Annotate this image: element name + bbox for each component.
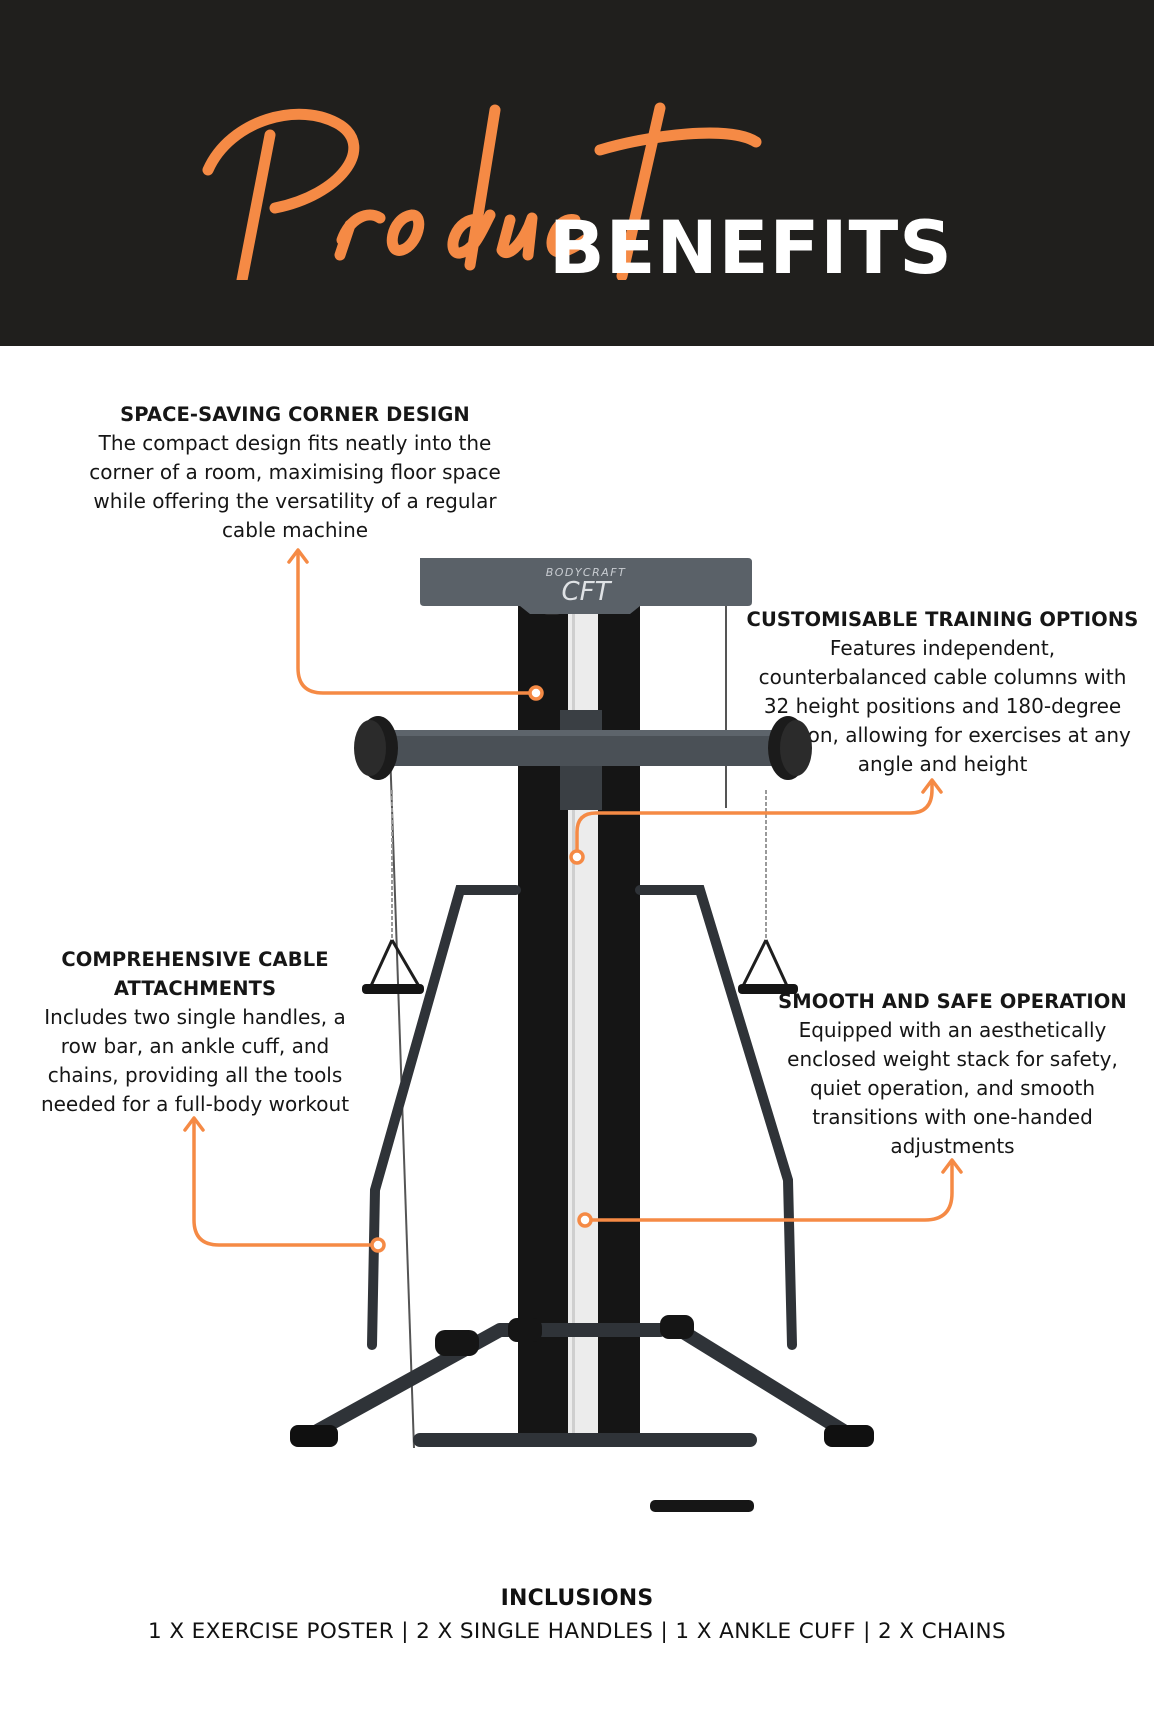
benefit-title: SPACE-SAVING CORNER DESIGN	[120, 403, 470, 426]
benefit-line: rotation, allowing for exercises at any	[754, 723, 1131, 747]
inclusions-title: INCLUSIONS	[500, 1586, 654, 1611]
benefit-line: while offering the versatility of a regu…	[93, 489, 497, 513]
benefit-line: row bar, an ankle cuff, and	[60, 1034, 330, 1058]
benefit-line: chains, providing all the tools	[47, 1063, 343, 1087]
benefit-line: adjustments	[890, 1134, 1015, 1158]
benefit-line: Includes two single handles, a	[44, 1005, 346, 1029]
brand-logo: BODYCRAFT	[546, 566, 627, 579]
benefit-line: cable machine	[221, 518, 369, 542]
benefit-training-options: CUSTOMISABLE TRAINING OPTIONS Features i…	[735, 605, 1150, 779]
benefit-line: The compact design fits neatly into the	[98, 431, 492, 455]
benefit-line: Features independent,	[829, 636, 1056, 660]
benefit-title: ATTACHMENTS	[113, 977, 277, 1000]
product-script-title-graphic	[202, 102, 762, 280]
benefit-line: corner of a room, maximising floor space	[89, 460, 501, 484]
benefit-line: transitions with one-handed	[812, 1105, 1093, 1129]
benefit-space-saving: SPACE-SAVING CORNER DESIGN The compact d…	[80, 400, 510, 545]
inclusions-section: INCLUSIONS 1 X EXERCISE POSTER | 2 X SIN…	[0, 1583, 1154, 1649]
header-banner: Product BENEFITS	[0, 0, 1154, 346]
benefit-line: counterbalanced cable columns with	[758, 665, 1127, 689]
benefit-line: 32 height positions and 180-degree	[763, 694, 1122, 718]
benefit-smooth-operation: SMOOTH AND SAFE OPERATION Equipped with …	[775, 987, 1130, 1161]
benefit-cable-attachments: COMPREHENSIVE CABLE ATTACHMENTS Includes…	[25, 945, 365, 1119]
benefit-title: COMPREHENSIVE CABLE	[61, 948, 329, 971]
inclusions-list: 1 X EXERCISE POSTER | 2 X SINGLE HANDLES…	[148, 1619, 1006, 1644]
benefit-title: CUSTOMISABLE TRAINING OPTIONS	[746, 608, 1139, 631]
benefit-line: angle and height	[857, 752, 1028, 776]
benefit-line: quiet operation, and smooth	[809, 1076, 1096, 1100]
benefit-line: enclosed weight stack for safety,	[787, 1047, 1118, 1071]
benefit-title: SMOOTH AND SAFE OPERATION	[778, 990, 1127, 1013]
title-bold: BENEFITS	[549, 206, 953, 291]
model-logo: CFT	[562, 577, 613, 607]
cable-machine-image: BODYCRAFT CFT	[290, 558, 874, 1512]
benefit-line: needed for a full-body workout	[40, 1092, 350, 1116]
benefit-line: Equipped with an aesthetically	[798, 1018, 1107, 1042]
